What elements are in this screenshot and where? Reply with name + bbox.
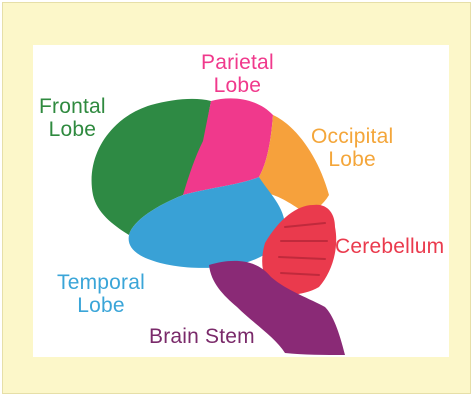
parietal-lobe-label-line1: Parietal <box>201 51 274 74</box>
parietal-lobe-label-line2: Lobe <box>201 74 274 97</box>
diagram-frame: Frontal Lobe Parietal Lobe Occipital Lob… <box>2 2 471 394</box>
temporal-lobe-label-line1: Temporal <box>57 271 145 294</box>
occipital-lobe-label-line2: Lobe <box>311 148 393 171</box>
frontal-lobe-label: Frontal Lobe <box>39 95 106 141</box>
diagram-panel: Frontal Lobe Parietal Lobe Occipital Lob… <box>33 45 449 357</box>
frontal-lobe-label-line1: Frontal <box>39 95 106 118</box>
cerebellum-label: Cerebellum <box>335 235 444 258</box>
brain-stem-label: Brain Stem <box>149 325 255 348</box>
occipital-lobe-label-line1: Occipital <box>311 125 393 148</box>
temporal-lobe-label-line2: Lobe <box>57 294 145 317</box>
cerebellum-label-line1: Cerebellum <box>335 235 444 258</box>
parietal-lobe-label: Parietal Lobe <box>201 51 274 97</box>
brain-stem-label-line1: Brain Stem <box>149 325 255 348</box>
occipital-lobe-label: Occipital Lobe <box>311 125 393 171</box>
frontal-lobe-label-line2: Lobe <box>39 118 106 141</box>
temporal-lobe-label: Temporal Lobe <box>57 271 145 317</box>
